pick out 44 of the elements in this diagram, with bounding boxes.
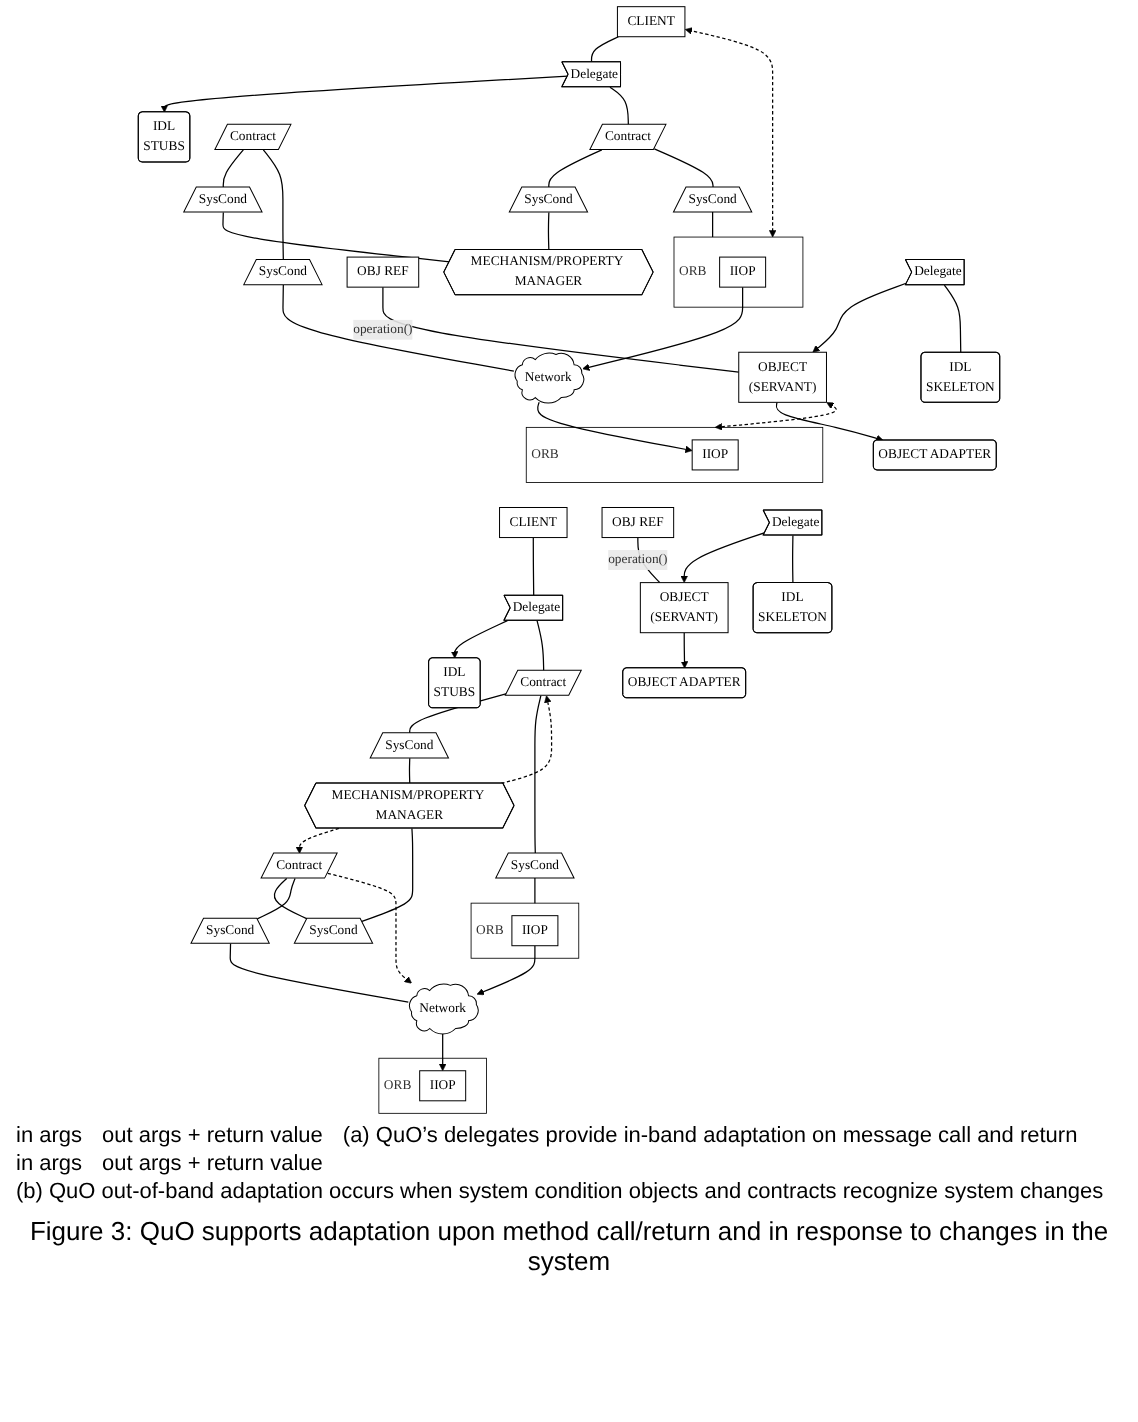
arrow [680, 532, 766, 583]
arrow [536, 401, 693, 453]
connector [273, 877, 308, 920]
figure-caption: Figure 3: QuO supports adaptation upon method call/return and in response to changes in the system [27, 1214, 1111, 1280]
note-text: (b) QuO out-of-band adaptation occurs when system condition objects and contracts recognize system changes [16, 1180, 1104, 1204]
arrow [450, 619, 509, 659]
connector [547, 211, 550, 251]
arrow [327, 872, 412, 984]
connector [256, 877, 296, 920]
connector [282, 284, 515, 372]
arrow [295, 827, 340, 854]
connector [382, 286, 740, 373]
arrow [684, 27, 777, 238]
connector [222, 211, 451, 263]
connector [943, 284, 962, 354]
connector [653, 148, 714, 188]
connector [229, 943, 409, 1003]
arrow [714, 402, 837, 431]
connector [361, 827, 414, 922]
connector [536, 619, 545, 672]
note-text: (a) QuO’s delegates provide in-band adaptation on message call and return [342, 1124, 1078, 1148]
note-text: out args + return value [102, 1124, 323, 1148]
connector [222, 149, 244, 188]
arrow [775, 401, 884, 442]
connector [548, 149, 603, 188]
note-text: in args [16, 1124, 83, 1148]
connector [792, 534, 794, 584]
connector [262, 149, 284, 261]
note-text: out args + return value [102, 1152, 323, 1176]
connector [532, 536, 535, 597]
connector [534, 877, 536, 904]
note-text: in args [16, 1152, 83, 1176]
arrow [160, 75, 569, 113]
arrow [500, 695, 553, 784]
connector [408, 757, 411, 784]
arrow [812, 282, 908, 353]
arrow [582, 286, 744, 371]
connector [609, 86, 629, 126]
arrow [680, 632, 689, 669]
arrow [476, 945, 536, 996]
connector [712, 211, 714, 238]
connector [590, 36, 620, 63]
arrow [439, 1032, 447, 1072]
connector [534, 695, 542, 855]
